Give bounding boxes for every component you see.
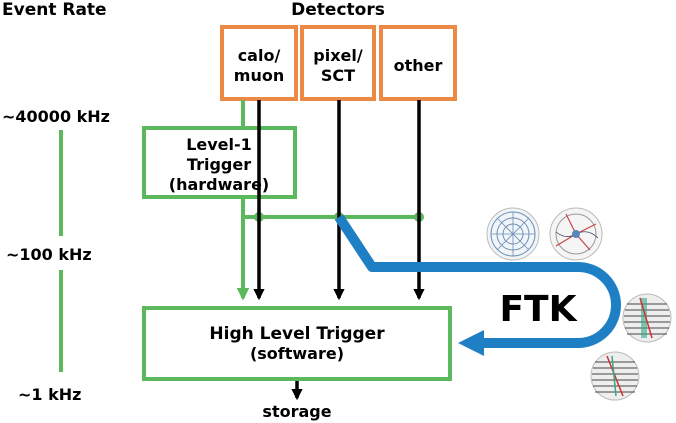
storage-label: storage [262, 402, 331, 421]
other-box [379, 25, 457, 101]
calo-label: calo/ [238, 46, 281, 65]
event-display-hits-thumbnail [590, 351, 640, 401]
event-display-endcap-thumbnail [486, 207, 540, 261]
high-level-trigger-box [142, 306, 452, 381]
level1-line2: Trigger [187, 155, 251, 174]
event-rate-header: Event Rate [2, 0, 107, 20]
rate-label-1: ~1 kHz [18, 385, 81, 404]
pixel-sct-box [300, 25, 376, 101]
level1-line3: (hardware) [169, 175, 269, 194]
rate-label-40000: ~40000 kHz [2, 107, 110, 126]
muon-label: muon [234, 66, 284, 85]
rate-label-100: ~100 kHz [6, 245, 92, 264]
other-label: other [394, 56, 443, 75]
hlt-line1: High Level Trigger [209, 324, 385, 344]
pixel-label: pixel/ [313, 46, 363, 65]
level1-line1: Level-1 [186, 135, 252, 154]
event-display-tracks-thumbnail [549, 207, 603, 261]
sct-label: SCT [321, 66, 355, 85]
detectors-header: Detectors [291, 0, 385, 20]
hlt-line2: (software) [250, 344, 344, 363]
level1-trigger-box [142, 126, 297, 199]
ftk-label: FTK [499, 289, 577, 330]
ftk-arrowhead [458, 330, 484, 356]
ftk-track-path [334, 214, 621, 348]
event-display-strips-thumbnail [622, 293, 672, 343]
calo-muon-box [220, 25, 298, 101]
